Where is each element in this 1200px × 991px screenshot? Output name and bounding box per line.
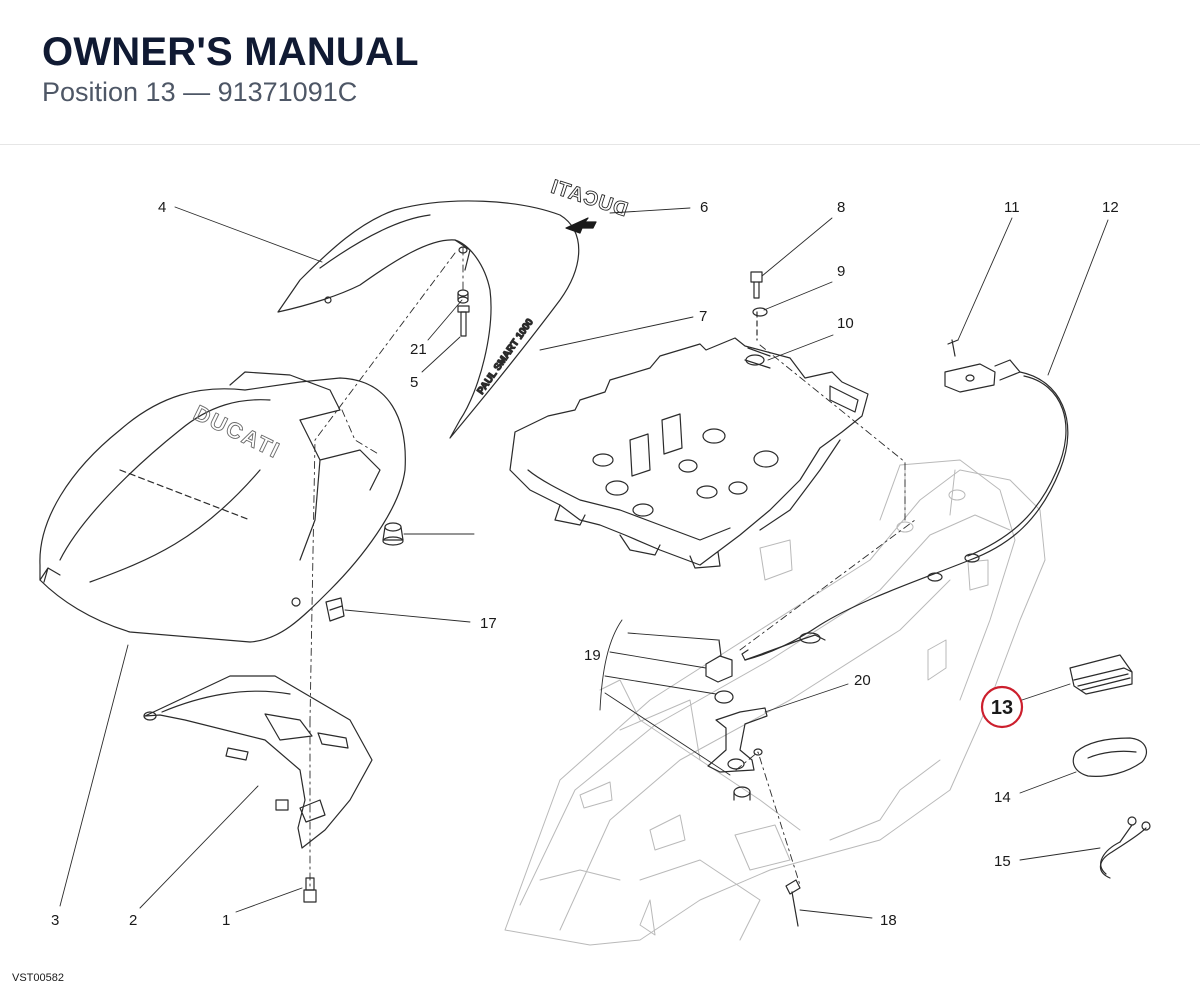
- callout-10: 10: [837, 315, 854, 332]
- bolt-drawing: [750, 271, 768, 341]
- screw-bottom-drawing: [303, 877, 317, 903]
- drawing-code: VST00582: [12, 972, 64, 984]
- callout-2: 2: [129, 912, 137, 929]
- callout-9: 9: [837, 263, 845, 280]
- arrow-icon: [565, 217, 597, 234]
- seat-cowl-drawing: [277, 200, 580, 439]
- latch-cable-drawing: [741, 339, 1069, 661]
- helmet-cable-drawing: [1099, 816, 1151, 879]
- callout-3: 3: [51, 912, 59, 929]
- page-subtitle: Position 13 — 91371091C: [42, 77, 358, 107]
- callout-18: 19: [584, 647, 601, 664]
- pin-drawing: [785, 879, 801, 927]
- subframe-drawing: [504, 459, 1046, 946]
- callout-16: 17: [480, 615, 497, 632]
- undertray-drawing: [143, 675, 373, 849]
- callout-19: 20: [854, 672, 871, 689]
- callout-17: 18: [880, 912, 897, 929]
- bracket-drawing: [705, 639, 768, 801]
- tool-pouch-drawing: [1072, 737, 1148, 777]
- seat-brand-text: DUCATI: [190, 400, 285, 463]
- callout-11: 11: [1004, 199, 1020, 216]
- callout-5: 5: [410, 374, 418, 391]
- callout-14: 14: [994, 789, 1011, 806]
- callout-12: 12: [1102, 199, 1119, 216]
- callout-8: 8: [837, 199, 845, 216]
- screw-drawing: [457, 246, 470, 337]
- owners-manual-drawing: [1069, 654, 1133, 695]
- callout-15: 15: [994, 853, 1011, 870]
- highlight-ring: [980, 685, 1024, 729]
- header: OWNER'S MANUAL Position 13 — 91371091C: [0, 0, 1200, 145]
- callout-7: 7: [699, 308, 707, 325]
- callout-6: 6: [700, 199, 708, 216]
- page-title: OWNER'S MANUAL: [42, 30, 419, 74]
- seat-drawing: [39, 371, 406, 643]
- highlight-number: 13: [991, 697, 1013, 719]
- tray-drawing: [509, 337, 869, 569]
- rubber-bush-drawing: [382, 522, 404, 546]
- highlight-callout-13[interactable]: 13: [980, 685, 1024, 729]
- callout-4: 4: [158, 199, 166, 216]
- callout-1: 1: [222, 912, 230, 929]
- clip-drawing: [325, 597, 345, 622]
- callout-20: 21: [410, 341, 427, 358]
